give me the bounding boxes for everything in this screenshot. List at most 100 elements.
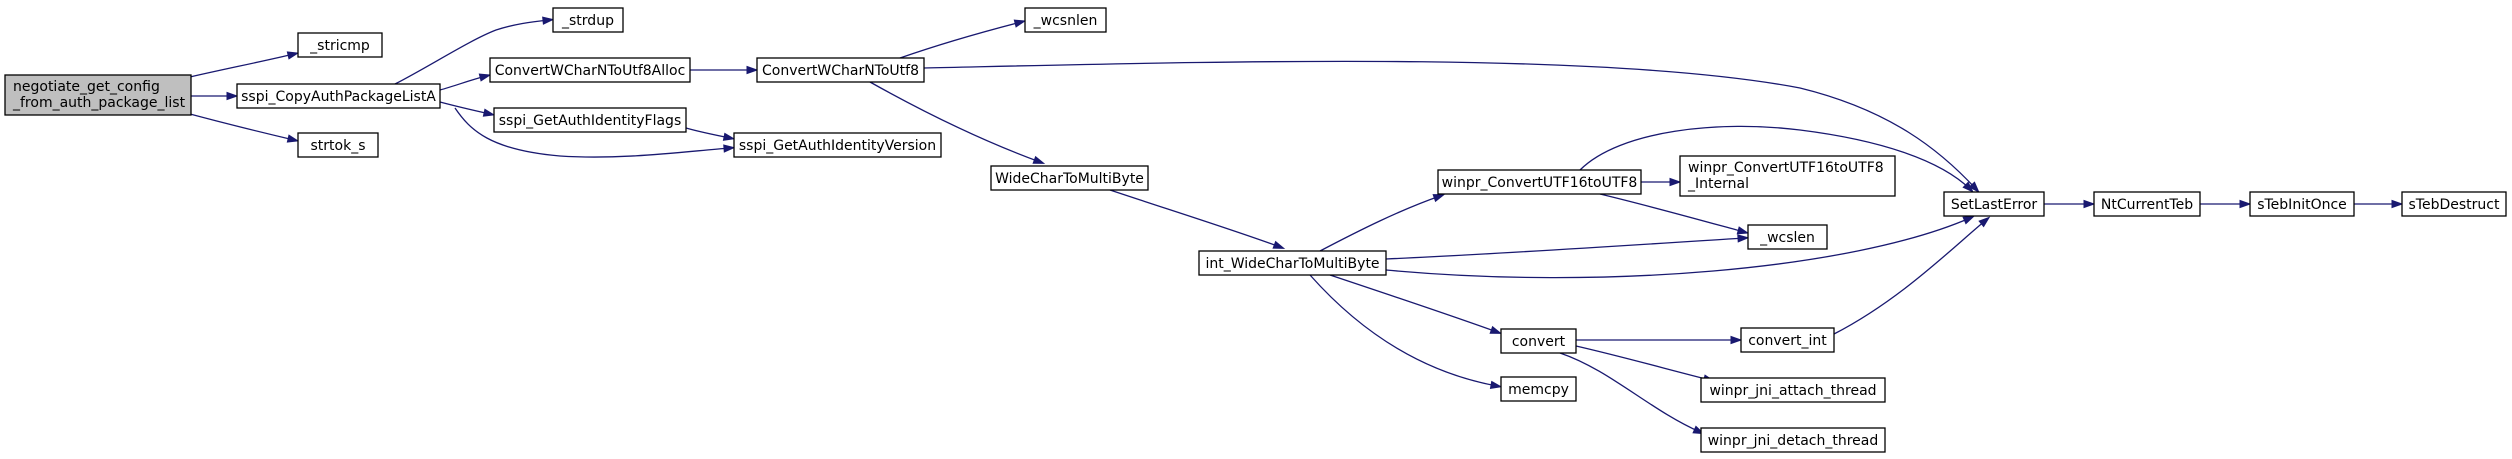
edge-line <box>189 113 295 141</box>
edge-int_WideCharToMultiByte-to-SetLastError <box>1385 215 1976 279</box>
edge-line <box>1319 195 1441 252</box>
edges <box>189 16 2404 435</box>
edge-line <box>1109 189 1281 248</box>
edge-sTebInitOnce-to-sTebDestruct <box>2354 199 2404 209</box>
node-box <box>489 57 691 83</box>
edge-ConvertWCharNToUtf8-to-SetLastError <box>923 60 1980 194</box>
edge-ConvertWCharNToUtf8-to-WideCharToMultiByte <box>869 81 1046 164</box>
node-box <box>297 32 383 58</box>
node-box <box>2249 191 2355 217</box>
edge-negotiate_get_config-to-sspi_CopyAuthPackageListA <box>190 91 239 101</box>
node-winpr-jni-attach-thread[interactable]: winpr_jni_attach_thread <box>1700 377 1886 403</box>
edge-int_WideCharToMultiByte-to-memcpy <box>1309 274 1503 389</box>
edge-line <box>439 101 491 115</box>
arrowhead-icon <box>722 132 736 141</box>
node-label: strtok_s <box>311 138 366 154</box>
arrowhead-icon <box>1032 155 1046 164</box>
edge-convert-to-convert_int <box>1576 335 1743 345</box>
node-strdup[interactable]: _strdup <box>552 7 624 33</box>
node-label: ConvertWCharNToUtf8Alloc <box>495 63 686 79</box>
node-sspi-getauthidentityflags[interactable]: sspi_GetAuthIdentityFlags <box>493 107 687 133</box>
edge-negotiate_get_config-to-strtok_s <box>189 113 300 143</box>
node-int-widechartomultibyte[interactable]: int_WideCharToMultiByte <box>1198 250 1387 276</box>
edge-int_WideCharToMultiByte-to-convert <box>1329 274 1503 334</box>
node-winpr-jni-detach-thread[interactable]: winpr_jni_detach_thread <box>1700 427 1886 453</box>
node-setlasterror[interactable]: SetLastError <box>1943 191 2045 217</box>
node-convertwcharntoutf8[interactable]: ConvertWCharNToUtf8 <box>756 57 925 83</box>
edge-line <box>1559 352 1701 433</box>
edge-line <box>1579 125 1971 190</box>
edge-winpr_ConvertUTF16toUTF8-to-SetLastError <box>1579 125 1974 193</box>
node-convert[interactable]: convert <box>1500 328 1577 354</box>
arrowhead-icon <box>286 51 300 60</box>
arrowhead-icon <box>1968 181 1980 194</box>
node-winpr-convertutf16toutf8[interactable]: winpr_ConvertUTF16toUTF8 <box>1437 169 1642 195</box>
edge-int_WideCharToMultiByte-to-wcslen <box>1385 234 1750 260</box>
node-label: sTebInitOnce <box>2257 197 2347 213</box>
edge-sspi_CopyAuthPackageListA-to-sspi_GetAuthIdentityVersion <box>454 107 736 158</box>
node-box <box>4 74 192 116</box>
edge-sspi_CopyAuthPackageListA-to-ConvertWCharNToUtf8Alloc <box>439 73 492 91</box>
edge-ConvertWCharNToUtf8-to-wcsnlen <box>899 19 1027 59</box>
node-label: negotiate_get_config <box>13 79 160 95</box>
node-label: winpr_jni_detach_thread <box>1708 433 1879 449</box>
node-box <box>2093 191 2201 217</box>
node-stebinitonce[interactable]: sTebInitOnce <box>2249 191 2355 217</box>
arrowhead-icon <box>1730 335 1743 345</box>
node-label: int_WideCharToMultiByte <box>1205 256 1379 272</box>
node-label: convert_int <box>1748 333 1827 349</box>
arrowhead-icon <box>542 16 555 25</box>
node-sspi-copyauthpackagelista[interactable]: sspi_CopyAuthPackageListA <box>236 83 441 109</box>
arrowhead-icon <box>482 108 496 117</box>
node-convert-int[interactable]: convert_int <box>1740 327 1835 353</box>
edge-line <box>394 19 550 85</box>
node-memcpy[interactable]: memcpy <box>1500 376 1577 402</box>
node-box <box>1437 169 1642 195</box>
node-wcslen[interactable]: _wcslen <box>1747 224 1828 250</box>
node-winpr-convertutf16toutf8-internal[interactable]: winpr_ConvertUTF16toUTF8_Internal <box>1679 155 1896 197</box>
node-sspi-getauthidentityversion[interactable]: sspi_GetAuthIdentityVersion <box>733 132 942 158</box>
edge-negotiate_get_config-to-stricmp <box>189 51 300 78</box>
node-label: _strdup <box>561 13 614 29</box>
arrowhead-icon <box>723 144 736 153</box>
node-label: sspi_GetAuthIdentityFlags <box>499 113 682 129</box>
node-label: winpr_jni_attach_thread <box>1709 383 1876 399</box>
node-convertwcharntoutf8alloc[interactable]: ConvertWCharNToUtf8Alloc <box>489 57 691 83</box>
edge-line <box>1385 237 1745 260</box>
node-box <box>2401 191 2507 217</box>
node-strtok-s[interactable]: strtok_s <box>297 132 379 158</box>
node-label: convert <box>1512 334 1566 350</box>
arrowhead-icon <box>478 73 492 82</box>
node-label: WideCharToMultiByte <box>995 171 1144 187</box>
arrowhead-icon <box>1489 325 1503 334</box>
node-label: ConvertWCharNToUtf8 <box>762 63 919 79</box>
edge-line <box>899 21 1022 59</box>
node-stricmp[interactable]: _stricmp <box>297 32 383 58</box>
node-box <box>236 83 441 109</box>
edge-line <box>869 81 1041 163</box>
edge-line <box>1329 274 1498 333</box>
arrowhead-icon <box>1978 216 1991 228</box>
edge-ConvertWCharNToUtf8Alloc-to-ConvertWCharNToUtf8 <box>690 65 759 75</box>
node-box <box>1198 250 1387 276</box>
node-stebdestruct[interactable]: sTebDestruct <box>2401 191 2507 217</box>
node-label: _Internal <box>1687 176 1749 192</box>
node-label: NtCurrentTeb <box>2101 197 2193 213</box>
node-wcsnlen[interactable]: _wcsnlen <box>1024 7 1107 33</box>
node-box <box>733 132 942 158</box>
node-label: sspi_GetAuthIdentityVersion <box>739 138 936 154</box>
arrowhead-icon <box>286 134 300 143</box>
node-box <box>990 165 1149 191</box>
arrowhead-icon <box>226 91 239 101</box>
node-widechartomultibyte[interactable]: WideCharToMultiByte <box>990 165 1149 191</box>
node-label: winpr_ConvertUTF16toUTF8 <box>1442 175 1638 191</box>
arrowhead-icon <box>1669 177 1682 187</box>
edge-line <box>454 107 731 158</box>
arrowhead-icon <box>1962 215 1976 225</box>
node-box <box>493 107 687 133</box>
edge-winpr_ConvertUTF16toUTF8-to-wcslen <box>1599 193 1750 235</box>
node-negotiate-get-config[interactable]: negotiate_get_config_from_auth_package_l… <box>4 74 192 116</box>
node-ntcurrentteb[interactable]: NtCurrentTeb <box>2093 191 2201 217</box>
edge-line <box>923 60 1977 190</box>
